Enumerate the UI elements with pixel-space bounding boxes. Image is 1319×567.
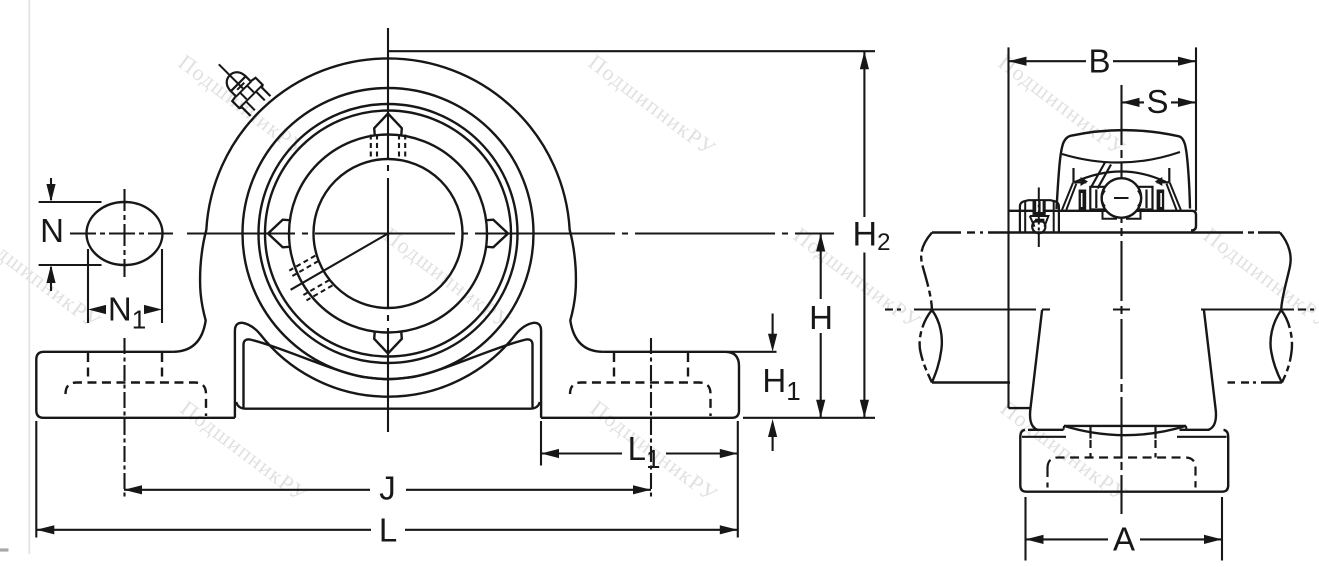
svg-text:A: A xyxy=(1113,521,1135,558)
svg-text:S: S xyxy=(1146,83,1168,120)
svg-text:B: B xyxy=(1088,43,1110,80)
svg-text:J: J xyxy=(379,470,396,507)
svg-text:N: N xyxy=(40,212,64,249)
svg-text:H: H xyxy=(809,299,833,336)
svg-text:H2: H2 xyxy=(853,215,891,256)
svg-text:L: L xyxy=(379,512,397,549)
